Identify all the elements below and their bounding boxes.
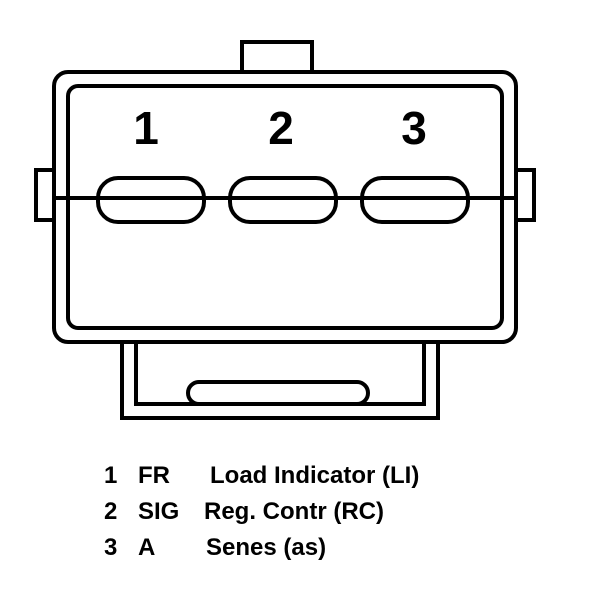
legend-pin-description: Senes (as)	[206, 534, 327, 561]
legend-pin-code: A	[138, 534, 156, 561]
legend-pin-description: Reg. Contr (RC)	[204, 498, 384, 525]
pin-number-2: 2	[268, 102, 294, 154]
latch-slot	[186, 380, 370, 406]
top-tab	[240, 40, 314, 74]
pin-number-3: 3	[401, 102, 427, 154]
legend-pin-number: 1	[104, 462, 118, 489]
connector-inner-frame	[66, 84, 504, 330]
legend-pin-number: 3	[104, 534, 118, 561]
legend-pin-code: FR	[138, 462, 170, 489]
legend-pin-number: 2	[104, 498, 118, 525]
pin-number-1: 1	[133, 102, 159, 154]
bottom-latch	[120, 340, 440, 420]
legend-pin-code: SIG	[138, 498, 180, 525]
legend-pin-description: Load Indicator (LI)	[210, 462, 420, 489]
